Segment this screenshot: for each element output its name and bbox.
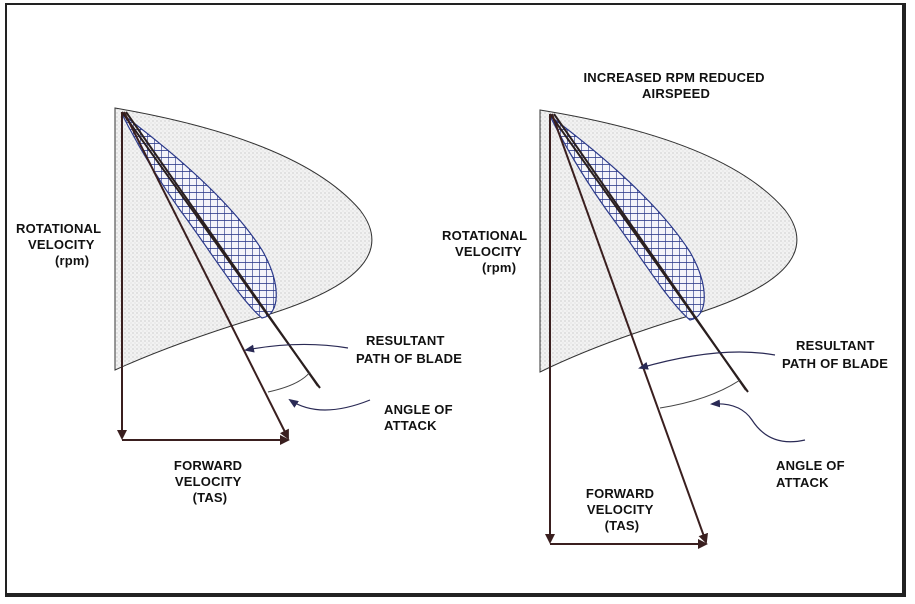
right-forward-label: FORWARD VELOCITY (TAS) (586, 486, 658, 533)
left-resultant-label: RESULTANT PATH OF BLADE (356, 333, 462, 366)
left-blade-chord-line-2 (125, 111, 319, 387)
right-diagram: INCREASED RPM REDUCED AIRSPEED ROTATIONA… (442, 70, 888, 549)
right-rotational-label: ROTATIONAL VELOCITY (rpm) (442, 228, 531, 275)
right-resultant-pointer (638, 351, 776, 370)
right-resultant-vector (551, 113, 708, 544)
left-diagram: ROTATIONAL VELOCITY (rpm) FORWARD VELOCI… (16, 107, 462, 505)
right-angle-arc (659, 379, 741, 409)
left-rotational-label: ROTATIONAL VELOCITY (rpm) (16, 221, 105, 268)
right-resultant-label: RESULTANT PATH OF BLADE (782, 338, 888, 371)
left-forward-label: FORWARD VELOCITY (TAS) (174, 458, 246, 505)
right-angle-pointer (710, 399, 806, 443)
left-angle-arc (267, 371, 311, 393)
left-resultant-vector (123, 111, 289, 440)
left-resultant-pointer (244, 343, 349, 353)
right-blade-chord-line-2 (553, 113, 747, 391)
right-diagram-title: INCREASED RPM REDUCED AIRSPEED (584, 70, 769, 101)
left-angle-pointer (288, 398, 371, 411)
left-angle-label: ANGLE OF ATTACK (384, 402, 457, 433)
right-angle-label: ANGLE OF ATTACK (776, 458, 849, 490)
